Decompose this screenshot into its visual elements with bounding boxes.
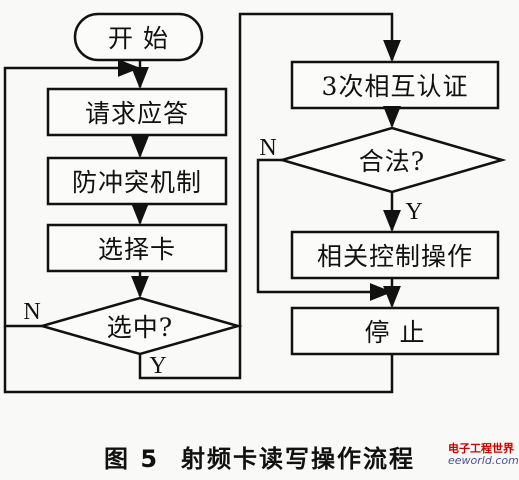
eeworld-watermark-logo: 电子工程世界 eeworld.com.cn: [446, 440, 519, 474]
request-answer-label: 请求应答: [84, 99, 189, 128]
start-label: 开 始: [108, 24, 169, 53]
stop-box: [290, 306, 500, 356]
path-yes-selected: [138, 12, 401, 380]
yes-label-valid: Y: [405, 198, 423, 225]
selected-question-label: 选中?: [106, 313, 174, 342]
anticollision-label: 防冲突机制: [71, 168, 202, 197]
request-answer-box: [46, 87, 228, 137]
figure-caption: 图 5 射频卡读写操作流程: [0, 436, 519, 476]
no-label-selected: N: [23, 298, 41, 325]
watermark-cn: 电子工程世界: [448, 442, 514, 455]
figure-number: 图 5: [103, 444, 160, 473]
watermark-en: eeworld.com.cn: [448, 454, 519, 467]
mutual-auth-label: 3次相互认证: [321, 72, 469, 101]
select-card-label: 选择卡: [97, 235, 176, 264]
path-no-valid: [256, 158, 393, 301]
control-op-label: 相关控制操作: [316, 242, 473, 271]
valid-question-label: 合法?: [358, 147, 426, 176]
yes-label-selected: Y: [149, 352, 167, 379]
select-card-box: [46, 223, 228, 273]
loop-no-selected: [3, 59, 141, 328]
stop-label: 停 止: [364, 318, 426, 347]
figure-title: 射频卡读写操作流程: [181, 444, 416, 473]
loop-stop-to-start: [3, 326, 394, 394]
no-label-valid: N: [259, 134, 277, 161]
